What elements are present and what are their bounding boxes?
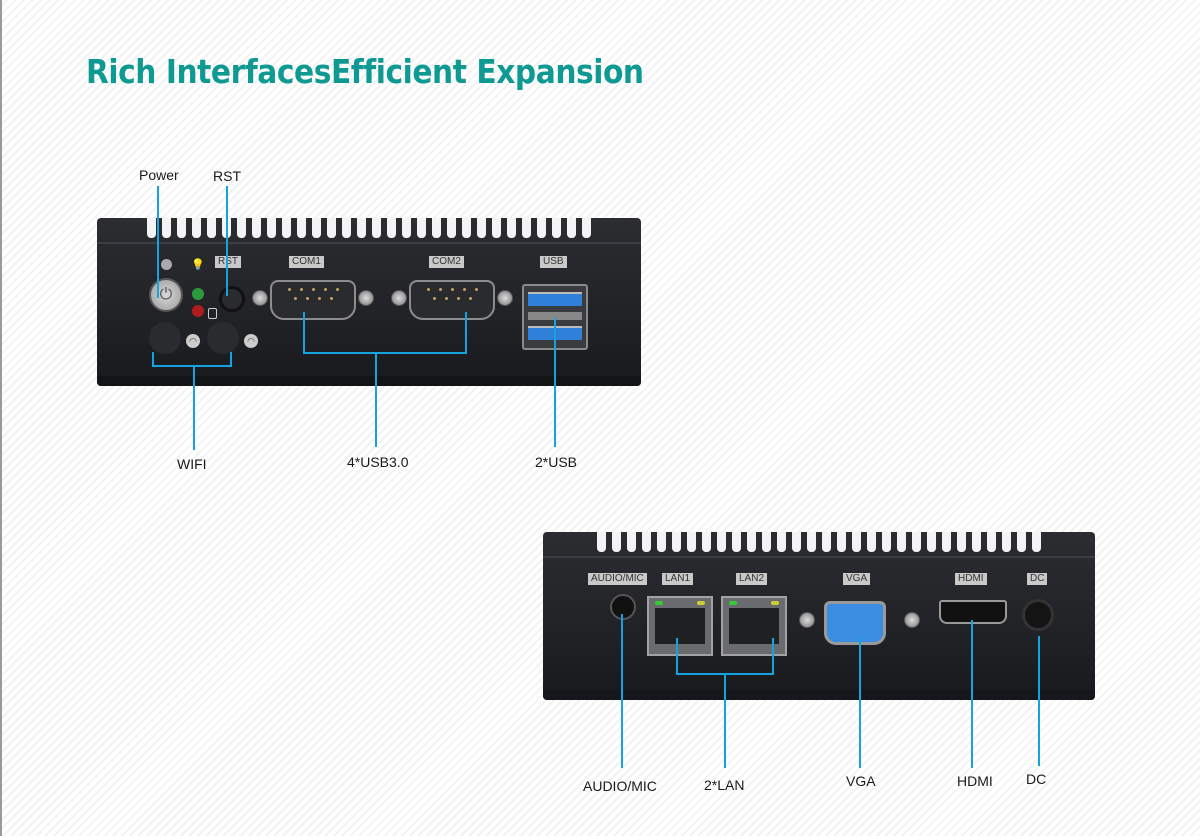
lan2-port — [721, 596, 787, 656]
reset-button[interactable] — [219, 286, 245, 312]
label-vga: VGA — [846, 773, 876, 789]
page-title: Rich InterfacesEfficient Expansion — [86, 52, 644, 91]
power-button[interactable]: ⏻ — [149, 278, 183, 312]
callout-line-wifi — [230, 352, 232, 366]
tag-audio: AUDIO/MIC — [588, 573, 647, 585]
tag-dc: DC — [1027, 573, 1048, 585]
callout-line-usb30 — [375, 352, 377, 447]
tag-rst: RST — [215, 256, 241, 268]
label-power: Power — [139, 167, 179, 183]
audio-jack — [610, 594, 636, 620]
callout-line-dc — [1038, 636, 1040, 766]
wifi-icon: ◠ — [186, 334, 200, 348]
status-led-red — [192, 305, 204, 317]
label-rst: RST — [213, 168, 241, 184]
tag-lan2: LAN2 — [736, 573, 768, 585]
screw — [799, 612, 815, 628]
callout-line-lan — [724, 673, 726, 768]
screw — [497, 290, 513, 306]
lan1-port — [647, 596, 713, 656]
label-wifi: WIFI — [177, 456, 207, 472]
wifi-antenna-2 — [207, 322, 239, 354]
callout-line-lan — [676, 638, 678, 675]
label-lan: 2*LAN — [704, 777, 745, 793]
wifi-antenna-1 — [149, 322, 181, 354]
wifi-icon: ◠ — [244, 334, 258, 348]
label-usb: 2*USB — [535, 454, 578, 470]
heatsink-fins — [593, 532, 1045, 558]
callout-line-usb — [554, 318, 556, 447]
callout-line-vga — [859, 637, 861, 768]
tag-vga: VGA — [843, 573, 871, 585]
tag-com1: COM1 — [289, 256, 324, 268]
callout-line-wifi — [152, 352, 154, 366]
com2-port — [409, 280, 495, 320]
hdmi-port — [939, 600, 1007, 624]
tag-usb: USB — [540, 256, 567, 268]
vga-port — [824, 601, 886, 645]
callout-line-rst — [226, 186, 228, 296]
status-led-green — [192, 288, 204, 300]
rear-panel-device: AUDIO/MIC LAN1 LAN2 VGA HDMI DC — [543, 532, 1095, 700]
screw — [252, 290, 268, 306]
dc-jack — [1022, 599, 1054, 631]
callout-line-lan — [772, 638, 774, 675]
tag-com2: COM2 — [429, 256, 464, 268]
callout-line-audio — [621, 614, 623, 768]
callout-line-usb30 — [465, 312, 467, 353]
front-panel-device: ⏻ 💡 RST ◠ ◠ COM1 COM2 USB — [97, 218, 641, 386]
label-usb30: 4*USB3.0 — [347, 454, 409, 470]
callout-line-hdmi — [971, 620, 973, 768]
callout-line-usb30 — [303, 352, 467, 354]
label-hdmi: HDMI — [957, 773, 993, 789]
storage-icon — [208, 308, 217, 319]
tag-hdmi: HDMI — [955, 573, 987, 585]
callout-line-usb30 — [303, 312, 305, 353]
left-border — [0, 0, 2, 836]
screw — [358, 290, 374, 306]
callout-line-wifi — [152, 365, 232, 367]
label-dc: DC — [1026, 771, 1047, 787]
screw — [904, 612, 920, 628]
callout-line-wifi — [193, 365, 195, 450]
label-audio: AUDIO/MIC — [583, 778, 657, 794]
screw — [391, 290, 407, 306]
heatsink-fins — [147, 218, 591, 244]
callout-line-power — [157, 186, 159, 298]
tag-lan1: LAN1 — [662, 573, 694, 585]
com1-port — [270, 280, 356, 320]
power-indicator-icon — [161, 259, 172, 270]
led-bulb-icon: 💡 — [191, 259, 205, 271]
